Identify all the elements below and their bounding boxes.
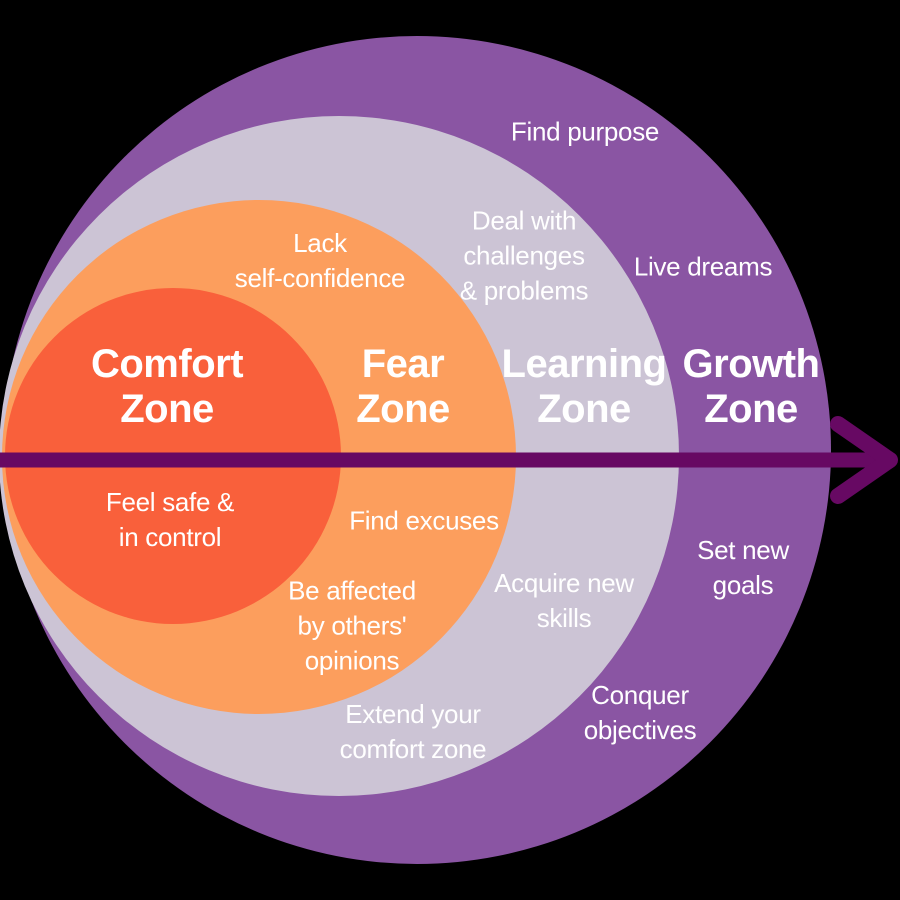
learning-zone-title: Learning Zone	[501, 342, 667, 431]
label-extend-comfort-zone: Extend your comfort zone	[339, 699, 487, 764]
label-find-excuses: Find excuses	[349, 505, 499, 536]
growth-axis-arrowhead-icon	[830, 416, 898, 504]
label-lack-self-confidence: Lack self-confidence	[234, 228, 406, 293]
label-feel-safe-in-control: Feel safe & in control	[105, 487, 235, 552]
label-live-dreams: Live dreams	[633, 251, 773, 282]
comfort-zone-title: Comfort Zone	[90, 342, 244, 431]
label-deal-with-challenges: Deal with challenges & problems	[459, 205, 589, 306]
label-acquire-new-skills: Acquire new skills	[494, 568, 634, 633]
label-find-purpose: Find purpose	[510, 116, 660, 147]
label-be-affected-by-opinions: Be affected by others' opinions	[288, 575, 416, 676]
fear-zone-title: Fear Zone	[356, 342, 450, 431]
label-conquer-objectives: Conquer objectives	[583, 680, 697, 745]
growth-zone-title: Growth Zone	[682, 342, 820, 431]
label-set-new-goals: Set new goals	[697, 535, 789, 600]
